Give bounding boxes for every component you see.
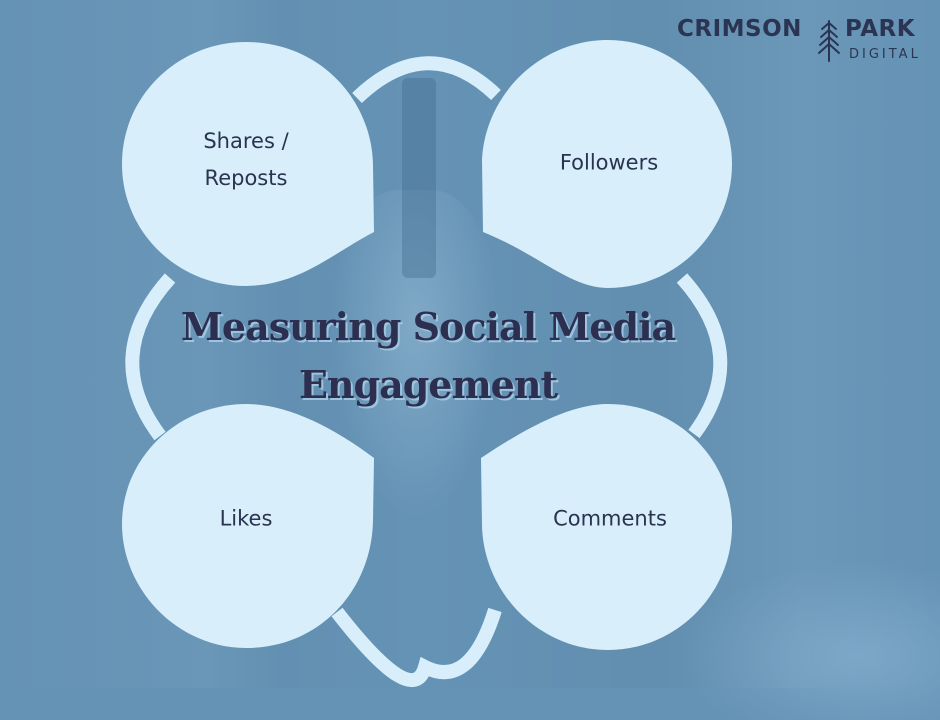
title-line1: Measuring Social Media xyxy=(180,304,676,349)
node-label: Followers xyxy=(559,150,659,175)
logo-word-crimson: CRIMSON xyxy=(677,16,802,42)
node-label: Comments xyxy=(553,506,667,531)
node-followers-shape xyxy=(482,40,732,288)
node-likes-shape xyxy=(122,404,374,648)
pine-tree-icon xyxy=(818,20,840,62)
title-line2: Engagement xyxy=(298,362,558,407)
node-shares-reposts: Shares / Reposts xyxy=(203,123,288,197)
cycle-diagram xyxy=(122,40,732,688)
node-followers: Followers xyxy=(560,145,658,182)
node-label-line2: Reposts xyxy=(204,166,288,190)
logo-subtitle: DIGITAL xyxy=(849,47,921,62)
connector-top xyxy=(352,56,501,104)
logo-word-park: PARK xyxy=(845,16,916,42)
node-shares-shape xyxy=(122,42,374,286)
connector-left xyxy=(125,273,176,441)
connector-right xyxy=(676,273,728,439)
connector-bottom xyxy=(331,607,502,688)
phone-silhouette xyxy=(402,78,436,278)
page-title: Measuring Social Media Engagement xyxy=(180,298,676,414)
node-label: Likes xyxy=(219,506,273,531)
node-label-line1: Shares / xyxy=(203,129,289,153)
node-comments: Comments xyxy=(553,501,667,538)
node-comments-shape xyxy=(481,404,732,650)
node-likes: Likes xyxy=(220,501,273,538)
